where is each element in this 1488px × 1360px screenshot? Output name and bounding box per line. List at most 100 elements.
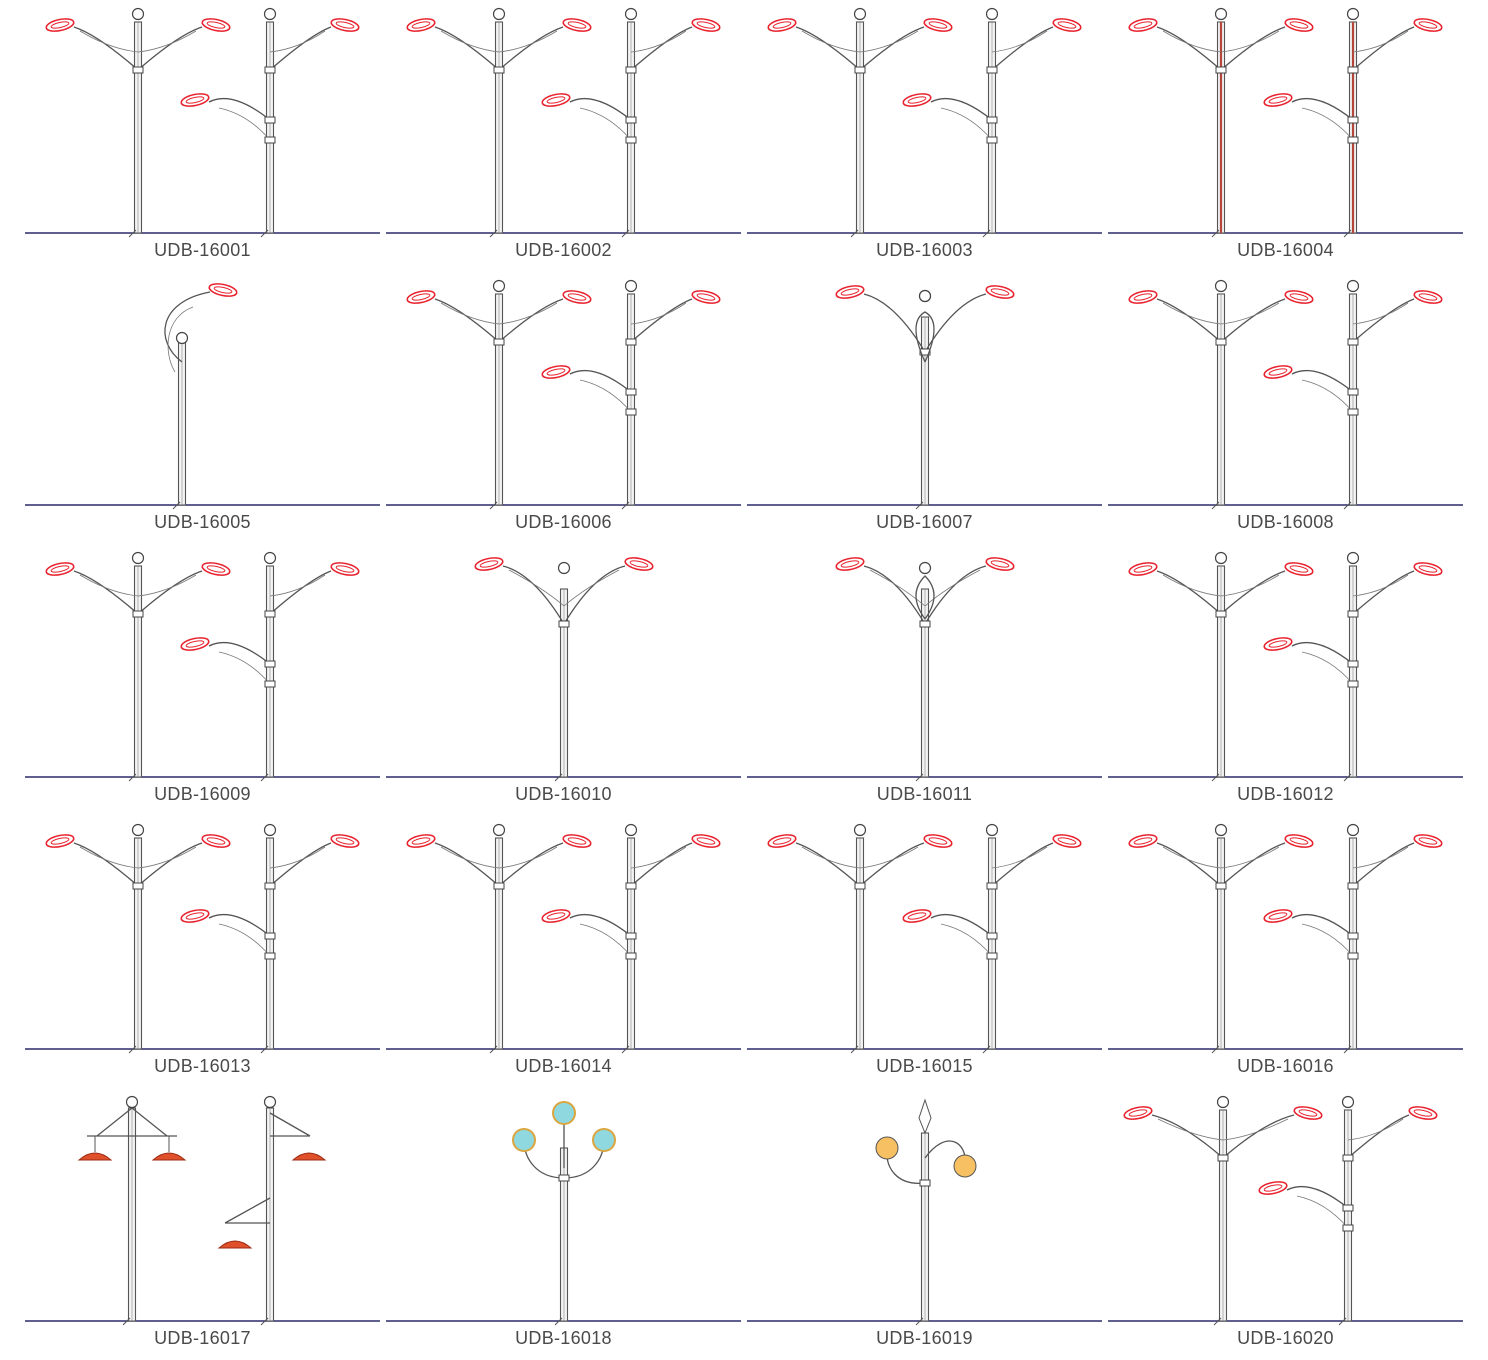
pole-clamp <box>264 952 276 960</box>
led-lamp-head <box>767 18 797 32</box>
led-lamp-head <box>180 909 210 923</box>
pole-clamp <box>625 932 637 940</box>
product-code-label: UDB-16009 <box>154 784 251 804</box>
led-lamp-head <box>562 18 592 32</box>
led-lamp-head <box>1263 93 1293 107</box>
pole-clamp <box>558 1174 570 1182</box>
led-lamp-head <box>201 18 231 32</box>
lamp-arm <box>915 575 935 620</box>
lamp-arm <box>1162 302 1222 325</box>
lamp-arm <box>137 574 197 597</box>
pole-clamp <box>1347 388 1359 396</box>
pole-clamp <box>986 952 998 960</box>
pole-clamp <box>264 660 276 668</box>
pole-cap-ball <box>492 7 506 21</box>
pole-cap-ball <box>985 7 999 21</box>
led-lamp-head <box>985 285 1015 299</box>
pole-clamp <box>986 66 998 74</box>
street-light-drawing <box>1108 279 1463 510</box>
pole-clamp <box>264 932 276 940</box>
street-light-drawing <box>1108 7 1463 238</box>
lamp-arm <box>508 569 565 607</box>
pole-base-tick <box>1211 1045 1220 1054</box>
pole-clamp <box>264 610 276 618</box>
street-light-drawing <box>1108 1095 1463 1326</box>
pole-clamp <box>1342 1204 1354 1212</box>
pole-clamp <box>625 388 637 396</box>
pole-clamp <box>493 882 505 890</box>
product-card: UDB-16001 <box>25 0 386 272</box>
led-lamp-head <box>902 93 932 107</box>
lamp-arm <box>1291 98 1354 121</box>
pole-clamp <box>919 1179 931 1187</box>
led-lamp-head <box>541 365 571 379</box>
led-lamp-head <box>1128 290 1158 304</box>
pole-clamp <box>264 116 276 124</box>
pole-cap-ball <box>1216 1095 1230 1109</box>
led-lamp-head <box>406 834 436 848</box>
pole-clamp <box>1215 66 1227 74</box>
led-lamp-head <box>923 18 953 32</box>
led-lamp-head <box>1263 909 1293 923</box>
street-light-drawing <box>386 823 741 1054</box>
lamp-arm <box>569 370 632 393</box>
product-card: UDB-16004 <box>1108 0 1469 272</box>
led-lamp-head <box>691 18 721 32</box>
street-light-drawing <box>1108 551 1463 782</box>
product-code-label: UDB-16011 <box>876 784 973 804</box>
lamp-arm <box>434 26 500 71</box>
pole-clamp <box>1347 680 1359 688</box>
led-lamp-head <box>562 834 592 848</box>
lamp-arm <box>1301 651 1354 685</box>
lamp-arm <box>569 914 632 937</box>
led-lamp-head <box>330 562 360 576</box>
pole-clamp <box>1347 408 1359 416</box>
product-code-label: UDB-16013 <box>154 1056 251 1076</box>
pole-clamp <box>132 66 144 74</box>
lamp-arm <box>1162 30 1222 53</box>
led-lamp-head <box>180 93 210 107</box>
lamp-arm <box>859 30 919 53</box>
pole-cap-ball <box>263 7 277 21</box>
led-lamp-head <box>1413 834 1443 848</box>
pole-cap-ball <box>853 7 867 21</box>
led-lamp-head <box>985 557 1015 571</box>
lamp-arm <box>498 302 558 325</box>
pole-base-tick <box>554 773 563 782</box>
product-card: UDB-16006 <box>386 272 747 544</box>
lamp-arm <box>269 574 326 597</box>
pole-cap-ball <box>131 551 145 565</box>
product-card: UDB-16014 <box>386 816 747 1088</box>
pole-cap-ball <box>175 331 189 345</box>
lamp-arm <box>859 26 925 71</box>
product-code-label: UDB-16019 <box>876 1328 973 1348</box>
led-lamp-head <box>835 285 865 299</box>
pole-base-tick <box>1338 1317 1347 1326</box>
led-lamp-head <box>1284 18 1314 32</box>
product-card: UDB-16008 <box>1108 272 1469 544</box>
lamp-arm <box>440 30 500 53</box>
lamp-arm <box>79 574 139 597</box>
product-code-label: UDB-16015 <box>876 1056 973 1076</box>
product-card: UDB-16019 <box>747 1088 1108 1360</box>
lamp-arm <box>1347 1118 1404 1141</box>
pole-clamp <box>625 66 637 74</box>
lamp-arm <box>801 30 861 53</box>
product-code-label: UDB-16001 <box>154 240 251 260</box>
led-lamp-head <box>474 557 504 571</box>
led-lamp-head <box>330 18 360 32</box>
lamp-arm <box>1156 570 1222 615</box>
pole-cap-ball <box>263 551 277 565</box>
pole-cap-ball <box>263 1095 277 1109</box>
product-code-label: UDB-16004 <box>1237 240 1334 260</box>
pole-cap-ball <box>1214 7 1228 21</box>
pole-cap-ball <box>1346 279 1360 293</box>
pole-cap-ball <box>125 1095 139 1109</box>
pole-base-tick <box>489 229 498 238</box>
product-card: UDB-16005 <box>25 272 386 544</box>
lamp-arm <box>498 842 564 887</box>
street-light-drawing <box>386 1101 741 1326</box>
finial-icon <box>918 1098 932 1135</box>
pole-cap-ball <box>918 289 932 303</box>
pole-clamp <box>1347 610 1359 618</box>
